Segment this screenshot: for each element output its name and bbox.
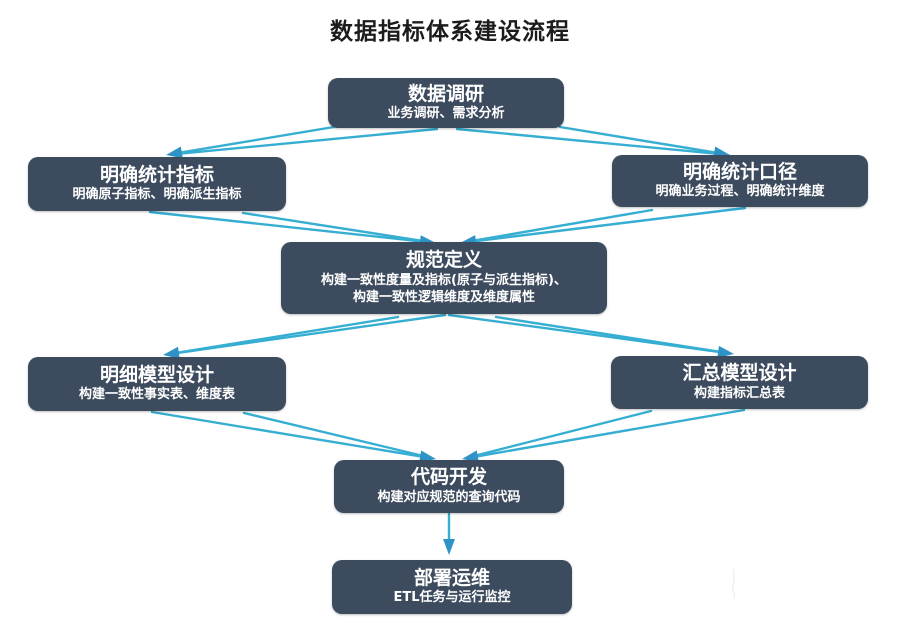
flow-line bbox=[558, 125, 725, 156]
flow-line bbox=[242, 411, 431, 459]
arrowhead-icon bbox=[163, 346, 180, 359]
node-subtitle: 明确原子指标、明确派生指标 bbox=[72, 187, 242, 203]
node-statistical-metrics: 明确统计指标 明确原子指标、明确派生指标 bbox=[28, 157, 286, 211]
node-subtitle: 业务调研、需求分析 bbox=[387, 106, 505, 122]
node-deploy-operations: 部署运维 ETL任务与运行监控 bbox=[332, 560, 572, 614]
node-data-research: 数据调研 业务调研、需求分析 bbox=[328, 78, 564, 128]
node-title: 代码开发 bbox=[410, 466, 487, 489]
flow-line bbox=[168, 315, 400, 356]
flow-line bbox=[150, 410, 431, 460]
node-summary-model-design: 汇总模型设计 构建指标汇总表 bbox=[611, 356, 868, 409]
flow-line bbox=[148, 210, 431, 244]
arrowhead-icon bbox=[166, 146, 183, 159]
node-detail-model-design: 明细模型设计 构建一致性事实表、维度表 bbox=[28, 357, 286, 411]
smudge-artifact bbox=[731, 568, 736, 600]
node-title: 明确统计口径 bbox=[682, 160, 797, 183]
flow-line bbox=[465, 206, 747, 244]
node-title: 明确统计指标 bbox=[99, 163, 214, 186]
flow-line bbox=[494, 315, 729, 355]
node-standard-definition: 规范定义 构建一致性度量及指标(原子与派生指标)、 构建一致性逻辑维度及维度属性 bbox=[281, 242, 607, 314]
node-subtitle-line1: 构建一致性度量及指标(原子与派生指标)、 bbox=[321, 272, 567, 288]
node-subtitle: 明确业务过程、明确统计维度 bbox=[655, 184, 825, 200]
node-statistical-caliber: 明确统计口径 明确业务过程、明确统计维度 bbox=[612, 155, 868, 207]
node-title: 明细模型设计 bbox=[99, 363, 214, 386]
node-title: 汇总模型设计 bbox=[682, 362, 797, 385]
arrowhead-icon bbox=[717, 345, 734, 358]
flow-line bbox=[467, 408, 746, 460]
flow-line bbox=[455, 127, 725, 156]
flow-line bbox=[241, 211, 431, 244]
flow-line bbox=[467, 409, 653, 459]
node-title: 部署运维 bbox=[413, 566, 490, 589]
flow-line bbox=[171, 127, 439, 156]
arrowhead-icon bbox=[462, 450, 479, 463]
node-title: 数据调研 bbox=[407, 82, 484, 105]
node-subtitle-line2: 构建一致性逻辑维度及维度属性 bbox=[352, 289, 535, 305]
node-subtitle: ETL任务与运行监控 bbox=[393, 590, 511, 606]
page-title: 数据指标体系建设流程 bbox=[330, 19, 570, 45]
node-subtitle: 构建一致性事实表、维度表 bbox=[78, 387, 235, 403]
node-subtitle: 构建对应规范的查询代码 bbox=[377, 489, 521, 505]
node-title: 规范定义 bbox=[405, 249, 482, 272]
arrowhead-icon bbox=[419, 450, 436, 463]
flow-line bbox=[171, 125, 336, 156]
arrowhead-icon bbox=[443, 539, 455, 555]
node-subtitle: 构建指标汇总表 bbox=[693, 385, 785, 401]
flow-line bbox=[465, 208, 654, 244]
node-code-development: 代码开发 构建对应规范的查询代码 bbox=[334, 460, 564, 513]
